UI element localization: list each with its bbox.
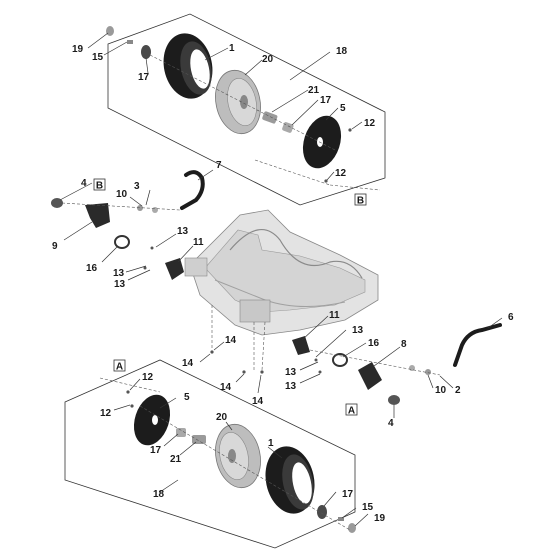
bottom-washer [317, 505, 327, 519]
deck-bolts [199, 305, 266, 394]
bottom-bearing [192, 435, 206, 444]
callout-13: 13 [114, 279, 126, 290]
callout-13: 13 [177, 226, 189, 237]
callout-12: 12 [100, 408, 112, 419]
callout-13: 13 [285, 367, 297, 378]
bottom-wheel-assembly [64, 359, 369, 549]
callout-16: 16 [368, 338, 380, 349]
callout-5: 5 [340, 103, 346, 114]
ref-b-label: B [357, 196, 364, 207]
ref-marker-a-left: A [113, 359, 126, 373]
callout-11: 11 [329, 310, 340, 321]
callout-1: 1 [229, 43, 235, 54]
callout-20: 20 [216, 412, 228, 423]
top-wheel-assembly [87, 13, 386, 206]
callout-13: 13 [113, 268, 125, 279]
top-bearing [262, 111, 278, 124]
callout-13: 13 [352, 325, 364, 336]
callout-15: 15 [92, 52, 104, 63]
bottom-assembly-frame [64, 359, 356, 549]
callout-17: 17 [138, 72, 150, 83]
callout-1: 1 [268, 438, 274, 449]
callout-15: 15 [362, 502, 374, 513]
callout-14: 14 [252, 396, 264, 407]
bottom-hub-cap [133, 394, 171, 446]
callout-10: 10 [435, 385, 447, 396]
ref-marker-a-right: A [345, 403, 358, 417]
ref-marker-b-right: B [354, 193, 367, 207]
callout-16: 16 [86, 263, 98, 274]
callout-14: 14 [225, 335, 237, 346]
callout-12: 12 [142, 372, 154, 383]
bottom-tyre [265, 446, 315, 514]
right-height-adjuster [292, 315, 503, 418]
left-height-adjuster [51, 169, 214, 281]
callout-11: 11 [193, 237, 204, 248]
ref-marker-b-top: B [93, 178, 106, 192]
callout-10: 10 [116, 189, 128, 200]
callout-3: 3 [134, 181, 140, 192]
callout-21: 21 [308, 85, 320, 96]
top-bushing [282, 122, 294, 133]
callout-13: 13 [285, 381, 297, 392]
top-wheel-rim [215, 69, 261, 135]
top-tyre [163, 33, 213, 99]
height-lever-bottom [453, 323, 502, 367]
callout-17: 17 [320, 95, 332, 106]
bottom-bushing [176, 428, 186, 437]
callout-19: 19 [72, 44, 84, 55]
callout-7: 7 [216, 160, 222, 171]
callout-labels: 19 15 17 1 20 18 21 17 5 12 12 4 3 10 7 … [52, 43, 514, 524]
callout-9: 9 [52, 241, 58, 252]
callout-14: 14 [220, 382, 232, 393]
callout-5: 5 [184, 392, 190, 403]
callout-17: 17 [342, 489, 354, 500]
bottom-wheel-rim [215, 423, 261, 489]
callout-4: 4 [81, 178, 87, 189]
callout-18: 18 [336, 46, 348, 57]
callout-21: 21 [170, 454, 182, 465]
ref-a-label: A [348, 406, 355, 417]
ref-b-label: B [96, 181, 103, 192]
callout-6: 6 [508, 312, 514, 323]
top-hub-cap [302, 115, 342, 169]
height-lever-top [180, 170, 205, 210]
mower-deck [184, 209, 379, 336]
ref-a-label: A [116, 362, 123, 373]
callout-20: 20 [262, 54, 274, 65]
callout-18: 18 [153, 489, 165, 500]
callout-12: 12 [364, 118, 376, 129]
callout-4: 4 [388, 418, 394, 429]
callout-8: 8 [401, 339, 407, 350]
callout-12: 12 [335, 168, 347, 179]
callout-17: 17 [150, 445, 162, 456]
callout-14: 14 [182, 358, 194, 369]
callout-2: 2 [455, 385, 461, 396]
callout-19: 19 [374, 513, 386, 524]
top-assembly-frame [107, 13, 386, 206]
top-washer [141, 45, 151, 59]
